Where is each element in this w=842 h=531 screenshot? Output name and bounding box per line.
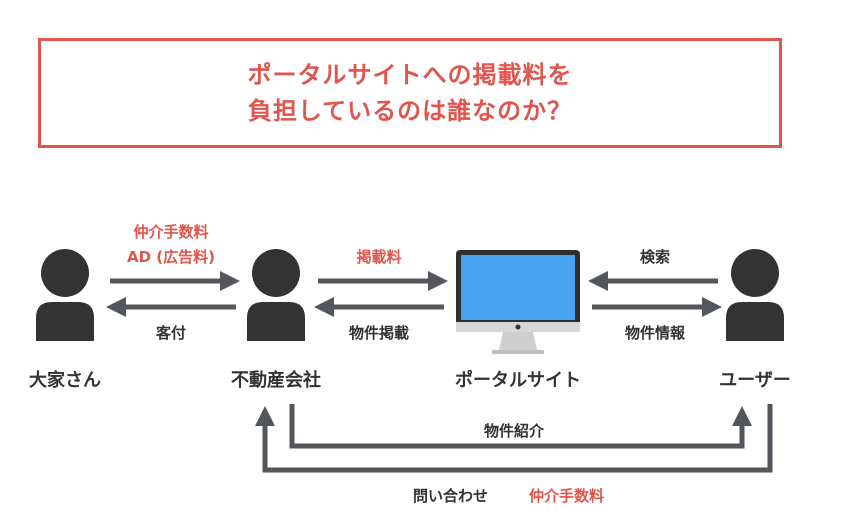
label-tenant-placement: 客付 bbox=[155, 324, 187, 342]
agency-person-icon bbox=[247, 249, 305, 341]
label-listing-fee: 掲載料 bbox=[356, 248, 402, 266]
node-label-agency: 不動産会社 bbox=[231, 370, 321, 391]
label-property-introduction: 物件紹介 bbox=[483, 422, 545, 440]
node-label-user: ユーザー bbox=[719, 370, 791, 391]
label-brokerage-fee: 仲介手数料 bbox=[133, 223, 209, 241]
label-property-info: 物件情報 bbox=[624, 324, 686, 342]
title-box: ポータルサイトへの掲載料を 負担しているのは誰なのか？ bbox=[38, 38, 782, 148]
label-inquiry: 問い合わせ bbox=[413, 487, 489, 505]
label-search: 検索 bbox=[639, 248, 671, 266]
owner-person-icon bbox=[36, 249, 94, 341]
node-label-portal: ポータルサイト bbox=[455, 370, 581, 391]
title-line-1: ポータルサイトへの掲載料を bbox=[247, 61, 573, 89]
node-label-owner: 大家さん bbox=[29, 370, 101, 391]
label-property-listing: 物件掲載 bbox=[348, 324, 410, 342]
user-person-icon bbox=[726, 249, 784, 341]
label-brokerage-fee-bottom: 仲介手数料 bbox=[529, 487, 605, 505]
title-line-2: 負担しているのは誰なのか？ bbox=[247, 97, 573, 125]
arrow-agency-to-user bbox=[289, 404, 752, 449]
arrow-user-to-agency bbox=[255, 404, 773, 473]
label-ad-fee: AD (広告料) bbox=[127, 248, 215, 266]
monitor-icon bbox=[456, 250, 580, 354]
